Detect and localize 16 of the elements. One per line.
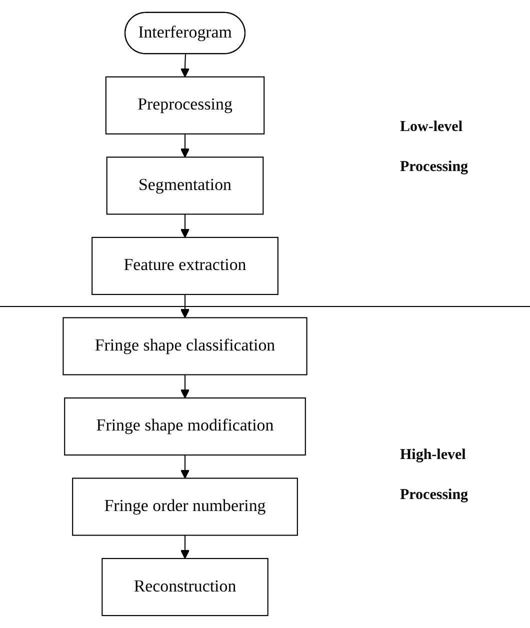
node-box: Feature extraction — [92, 236, 278, 295]
arrow — [180, 134, 190, 158]
arrow — [180, 214, 190, 238]
section-label: Low-level Processing — [400, 118, 470, 178]
node-box: Preprocessing — [105, 76, 265, 134]
section-label: High-level Processing — [400, 446, 470, 505]
arrow — [180, 535, 190, 559]
node-box: Fringe shape modification — [64, 397, 306, 456]
node-box: Fringe order numbering — [72, 478, 298, 536]
arrow — [180, 54, 190, 78]
node-box: Segmentation — [106, 156, 264, 215]
node-box: Reconstruction — [102, 558, 268, 616]
arrow — [180, 374, 190, 398]
arrow — [180, 294, 190, 318]
node-box: Fringe shape classification — [62, 317, 308, 376]
arrow — [180, 455, 190, 479]
